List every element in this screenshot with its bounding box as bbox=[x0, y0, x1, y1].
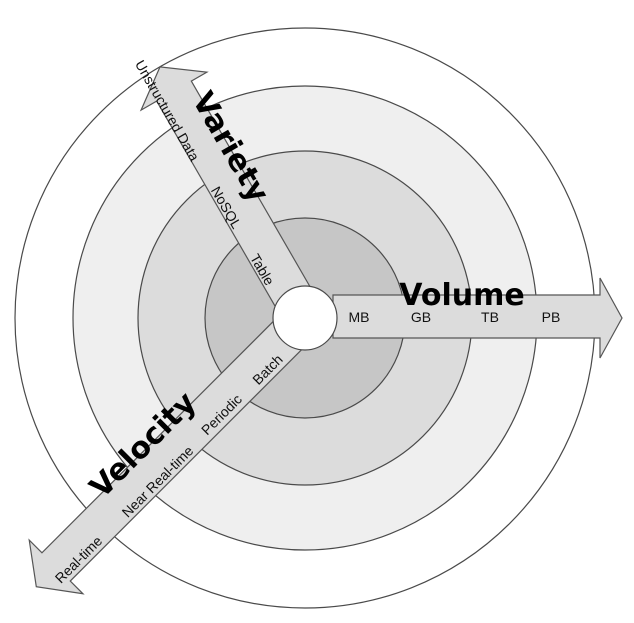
volume-arrow bbox=[332, 277, 623, 359]
variety-arrow bbox=[139, 66, 311, 308]
volume-level-mb: MB bbox=[349, 309, 370, 325]
volume-level-gb: GB bbox=[411, 309, 431, 325]
volume-title: Volume bbox=[399, 278, 524, 313]
center-hole bbox=[272, 285, 338, 351]
velocity-arrow bbox=[28, 320, 303, 595]
volume-level-tb: TB bbox=[481, 309, 499, 325]
volume-level-pb: PB bbox=[542, 309, 561, 325]
